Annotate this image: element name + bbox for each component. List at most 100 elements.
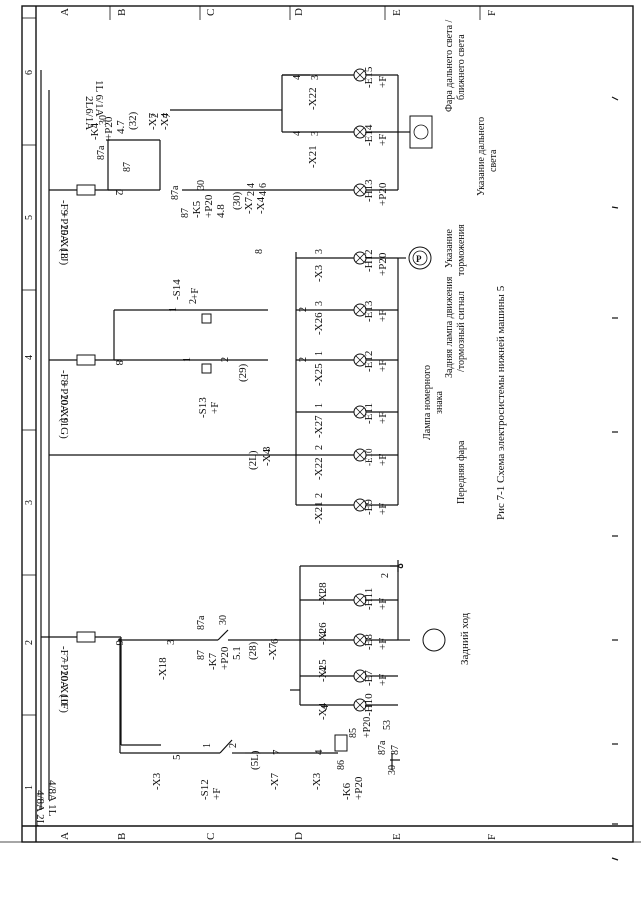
power-rails: 1L 6/1A 2L6/1A 4/8A 1L 4/8A 2L xyxy=(34,70,105,827)
relay-k5-87: 87 xyxy=(180,208,191,218)
relay-k5-supply: +P20 xyxy=(203,194,215,218)
row-letter-e: E xyxy=(391,9,403,16)
x3-pin-b: 4 xyxy=(313,749,325,755)
middle-x26-pin: 3 xyxy=(314,301,325,306)
right-x7-label: -X7 xyxy=(243,196,255,214)
middle-pin-8: 8 xyxy=(254,249,265,254)
switch-s13-pin-2: 2 xyxy=(220,357,231,362)
row-letter-b-bottom: B xyxy=(116,833,128,840)
row-letter-c-bottom: C xyxy=(205,833,217,840)
lamp-e8-label: -E8 xyxy=(363,634,375,650)
middle-pin-2b: 2 xyxy=(298,307,309,312)
right-x4b-pin: 7 xyxy=(162,113,173,118)
switch-s14-label: -S14 xyxy=(171,279,183,300)
buzzer-h11-icon xyxy=(390,560,404,572)
lamp-e10-label: -E10 xyxy=(364,448,374,466)
relay-k6-pin-p20: +P20 xyxy=(362,717,373,738)
x7-label-a: -X7 xyxy=(269,772,281,790)
switch-s13-supply: +F xyxy=(209,402,221,414)
switch-s13-symbol xyxy=(201,363,212,374)
relay-k6-contact-87a: 87a xyxy=(377,740,388,755)
right-x4b-label: -X4 xyxy=(159,112,171,130)
column-number-band: 6 5 4 3 2 1 xyxy=(22,70,36,790)
relay-k5-pin-30: 30 xyxy=(196,180,207,190)
caption-brake-ind-1: Указание xyxy=(444,229,455,268)
right-x22b-pin: 4 xyxy=(292,75,303,80)
fuse-f7-pin: 6 xyxy=(113,640,125,646)
relay-k6-supply: +P20 xyxy=(353,776,365,800)
middle-ref-2l: (2L) xyxy=(247,450,259,470)
lamp-e11-label: -E11 xyxy=(363,403,375,424)
fuse-f8-ref: (1G) xyxy=(58,418,70,439)
relay-k5-ref: 4.8 xyxy=(215,204,227,218)
relay-k6-contact-53: 53 xyxy=(382,720,393,730)
switch-s14-pin-1: 1 xyxy=(168,307,179,312)
fuse-f8-name: -F8 xyxy=(58,370,70,386)
lamp-e13-label: -E13 xyxy=(363,300,375,322)
switch-s13-label: -S13 xyxy=(197,397,209,418)
k7-label-87: 87 xyxy=(196,650,207,660)
row-letter-e-bottom: E xyxy=(391,833,403,840)
x7-pin-a: 7 xyxy=(271,749,283,755)
fuse-f8-connector: -X9 xyxy=(58,406,70,424)
parking-brake-symbol: P xyxy=(416,254,422,264)
lamp-e8-supply: +F xyxy=(377,638,389,650)
parking-brake-indicator-icon xyxy=(408,246,432,270)
fuse-f7-name: -F7 xyxy=(58,646,70,662)
fuse-f9-pin: 2 xyxy=(113,190,125,196)
middle-section: (2L) -X4 3 -X21 2 -X22 2 -X27 1 -X25 1 -… xyxy=(49,224,467,524)
relay-k4-supply: +P20 xyxy=(103,116,115,140)
lamp-h12-label: -H12 xyxy=(363,249,375,272)
middle-x22-pin: 2 xyxy=(314,445,325,450)
row-letter-a-bottom: A xyxy=(59,832,71,840)
reverse-indicator-icon xyxy=(422,628,446,652)
right-x4-pin-4: 4 xyxy=(258,191,269,196)
x3-label-b: -X3 xyxy=(311,772,323,790)
k7-label-name: -K7 xyxy=(207,652,219,670)
row-letter-band: A B C D E F A B C D E F xyxy=(22,6,498,840)
middle-x3-label: -X3 xyxy=(313,264,325,282)
middle-x27-label: -X27 xyxy=(313,415,325,438)
k7-label-ref: 5.1 xyxy=(231,646,243,660)
right-x7-pin-4: 4 xyxy=(246,183,257,188)
lamp-e9-label: -E9 xyxy=(363,499,375,515)
row-letter-b: B xyxy=(116,9,128,16)
right-x7b-label: -X7 xyxy=(147,112,159,130)
lamp-e14-supply: +F xyxy=(377,134,389,146)
caption-brake-ind-2: торможения xyxy=(456,224,467,276)
right-x4-pin-6: 6 xyxy=(258,183,269,188)
lamp-h13-label: -H13 xyxy=(363,179,375,202)
fuse-f9-name: -F9 xyxy=(58,200,70,216)
left-section: -X3 5 -S12 +F 1 2 (5L) -X7 7 -X3 4 -K6 +… xyxy=(118,638,401,800)
fuse-f8-branch: -F8 +P20 10A -X9 8 (1G) xyxy=(49,354,125,439)
lamp-h13-supply: +P20 xyxy=(377,182,389,206)
s12-label: -S12 xyxy=(199,779,211,800)
relay-k5-pin-87a: 87a xyxy=(170,185,181,200)
reverse-x25-pin: 4 xyxy=(318,667,329,672)
fuse-f8-symbol xyxy=(76,354,96,366)
rail-label-2l-top: 2L6/1A xyxy=(83,96,95,130)
rail-label-1l-bottom: 4/8A 1L xyxy=(46,780,58,817)
lamp-e10-supply: +F xyxy=(377,454,389,466)
right-x21-pin: 3 xyxy=(310,131,321,136)
row-letter-f-bottom: F xyxy=(486,834,498,840)
caption-high-beam-1: Фара дальнего света / xyxy=(444,19,455,112)
switch-s14-pin-2: 2 xyxy=(188,299,199,304)
k7-pin-87a: 87a xyxy=(196,615,207,630)
row-letter-f: F xyxy=(486,10,498,16)
fuse-f7-supply: +P20 xyxy=(58,658,70,682)
lamp-e9-supply: +F xyxy=(377,503,389,515)
fuse-f8-rating: 10A xyxy=(58,394,70,413)
reverse-x26-pin: 4 xyxy=(318,631,329,636)
s12-supply: +F xyxy=(211,788,223,800)
caption-plate-lamp-1: Лампа номерного xyxy=(422,365,433,440)
middle-x22-label: -X22 xyxy=(313,457,325,480)
fuse-f7-branch: -F7 +P20 10A -X10 6 (1F) xyxy=(41,631,125,713)
relay-k6-contact-87: 87 xyxy=(390,745,401,755)
reverse-x28-pin: 1 xyxy=(318,590,329,595)
middle-x26-label: -X26 xyxy=(313,312,325,335)
fuse-f9-supply: +P20 xyxy=(58,212,70,236)
schematic: 1L 6/1A 2L6/1A 4/8A 1L 4/8A 2L -F7 +P20 … xyxy=(34,70,161,827)
row-letter-a: A xyxy=(59,8,71,16)
column-number-4: 4 xyxy=(24,355,35,360)
